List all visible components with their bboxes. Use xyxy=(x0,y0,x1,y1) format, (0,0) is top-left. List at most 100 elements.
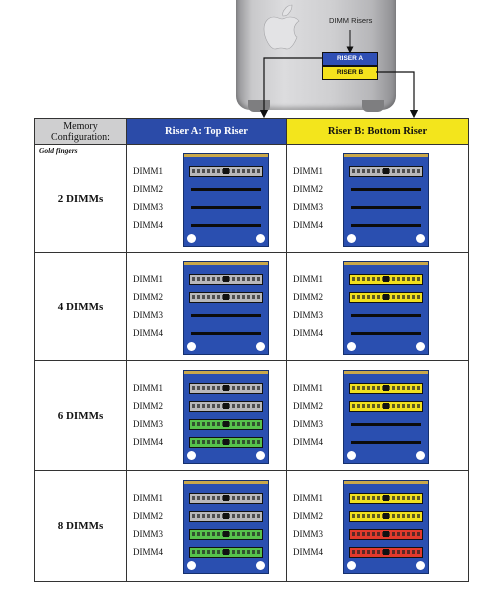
empty-slot-dimm3 xyxy=(351,422,421,426)
empty-slot-dimm3 xyxy=(191,205,261,209)
mounting-hole xyxy=(256,341,265,351)
riser-b-board xyxy=(343,152,429,247)
dimm-notch xyxy=(383,167,389,174)
dimm-notch xyxy=(223,549,229,555)
slot-label-dimm3: DIMM3 xyxy=(293,201,324,212)
dimm-module-dimm4 xyxy=(189,436,263,448)
dimm-module-dimm3 xyxy=(349,529,423,540)
mac-pro-tower: DIMM Risers RISER A RISER B xyxy=(236,0,396,112)
slot-label-dimm2: DIMM2 xyxy=(133,400,164,411)
dimm-notch xyxy=(223,293,229,300)
dimm-module-dimm4 xyxy=(349,547,423,558)
mounting-hole xyxy=(347,561,356,570)
mounting-hole xyxy=(347,341,356,351)
dimm-notch xyxy=(223,402,229,409)
row-label-cell: 6 DIMMs xyxy=(34,360,127,471)
slot-label-dimm4: DIMM4 xyxy=(133,436,164,447)
tower-foot-right xyxy=(362,100,384,112)
slot-label-dimm3: DIMM3 xyxy=(133,418,164,429)
mounting-hole xyxy=(347,233,356,243)
slot-label-dimm1: DIMM1 xyxy=(293,382,324,393)
apple-logo-icon xyxy=(263,4,300,50)
riser-b-chip: RISER B xyxy=(322,66,378,80)
mounting-hole xyxy=(256,450,265,460)
gold-fingers-edge xyxy=(184,153,268,157)
slot-label-dimm2: DIMM2 xyxy=(293,511,324,521)
dimm-notch xyxy=(223,167,229,174)
row-label-cell: Gold fingers 2 DIMMs xyxy=(34,144,127,253)
dimm-notch xyxy=(223,384,229,391)
slot-label-dimm1: DIMM1 xyxy=(133,165,164,176)
slot-label-dimm3: DIMM3 xyxy=(293,309,324,320)
riser-a-board xyxy=(183,152,269,247)
empty-slot-dimm4 xyxy=(351,223,421,227)
empty-slot-dimm4 xyxy=(191,331,261,335)
slot-label-dimm2: DIMM2 xyxy=(133,511,164,521)
riser-b-board xyxy=(343,260,429,355)
row-label: 2 DIMMs xyxy=(57,192,104,205)
dimm-module-dimm2 xyxy=(189,400,263,412)
gold-fingers-edge xyxy=(184,481,268,484)
dimm-notch xyxy=(383,513,389,519)
empty-slot-dimm3 xyxy=(191,313,261,317)
dimm-module-dimm1 xyxy=(349,493,423,504)
dimm-module-dimm1 xyxy=(349,273,423,285)
slot-label-dimm3: DIMM3 xyxy=(133,529,164,539)
slot-label-dimm4: DIMM4 xyxy=(293,219,324,230)
mounting-hole xyxy=(187,561,196,570)
slot-label-dimm4: DIMM4 xyxy=(293,327,324,338)
dimm-module-dimm3 xyxy=(189,418,263,430)
mounting-hole xyxy=(187,233,196,243)
slot-label-dimm1: DIMM1 xyxy=(133,493,164,503)
mounting-hole xyxy=(416,233,425,243)
dimm-module-dimm2 xyxy=(349,511,423,522)
slot-label-dimm1: DIMM1 xyxy=(293,273,324,284)
header-memory-configuration: Memory Configuration: xyxy=(34,118,127,145)
header-riser-a: Riser A: Top Riser xyxy=(126,118,287,145)
slot-label-dimm4: DIMM4 xyxy=(133,219,164,230)
empty-slot-dimm2 xyxy=(191,187,261,191)
gold-fingers-edge xyxy=(344,481,428,484)
row-label: 4 DIMMs xyxy=(57,300,104,313)
dimm-module-dimm1 xyxy=(189,165,263,177)
dimm-module-dimm3 xyxy=(189,529,263,540)
mounting-hole xyxy=(256,233,265,243)
row-label-cell: 8 DIMMs xyxy=(34,470,127,582)
mounting-hole xyxy=(347,450,356,460)
slot-label-dimm4: DIMM4 xyxy=(293,547,324,557)
dimm-notch xyxy=(223,275,229,282)
slot-label-dimm3: DIMM3 xyxy=(293,529,324,539)
row-label: 6 DIMMs xyxy=(57,409,104,422)
mounting-hole xyxy=(187,341,196,351)
mounting-hole xyxy=(416,450,425,460)
dimm-module-dimm2 xyxy=(349,400,423,412)
slot-label-dimm3: DIMM3 xyxy=(133,309,164,320)
slot-label-dimm3: DIMM3 xyxy=(133,201,164,212)
empty-slot-dimm4 xyxy=(191,223,261,227)
riser-b-board xyxy=(343,480,429,574)
dimm-notch xyxy=(223,513,229,519)
empty-slot-dimm3 xyxy=(351,313,421,317)
dimm-notch xyxy=(383,531,389,537)
slot-label-dimm4: DIMM4 xyxy=(293,436,324,447)
dimm-module-dimm2 xyxy=(349,291,423,303)
riser-a-board xyxy=(183,480,269,574)
dimm-module-dimm1 xyxy=(189,493,263,504)
row-label: 8 DIMMs xyxy=(57,520,104,532)
slot-label-dimm2: DIMM2 xyxy=(133,183,164,194)
